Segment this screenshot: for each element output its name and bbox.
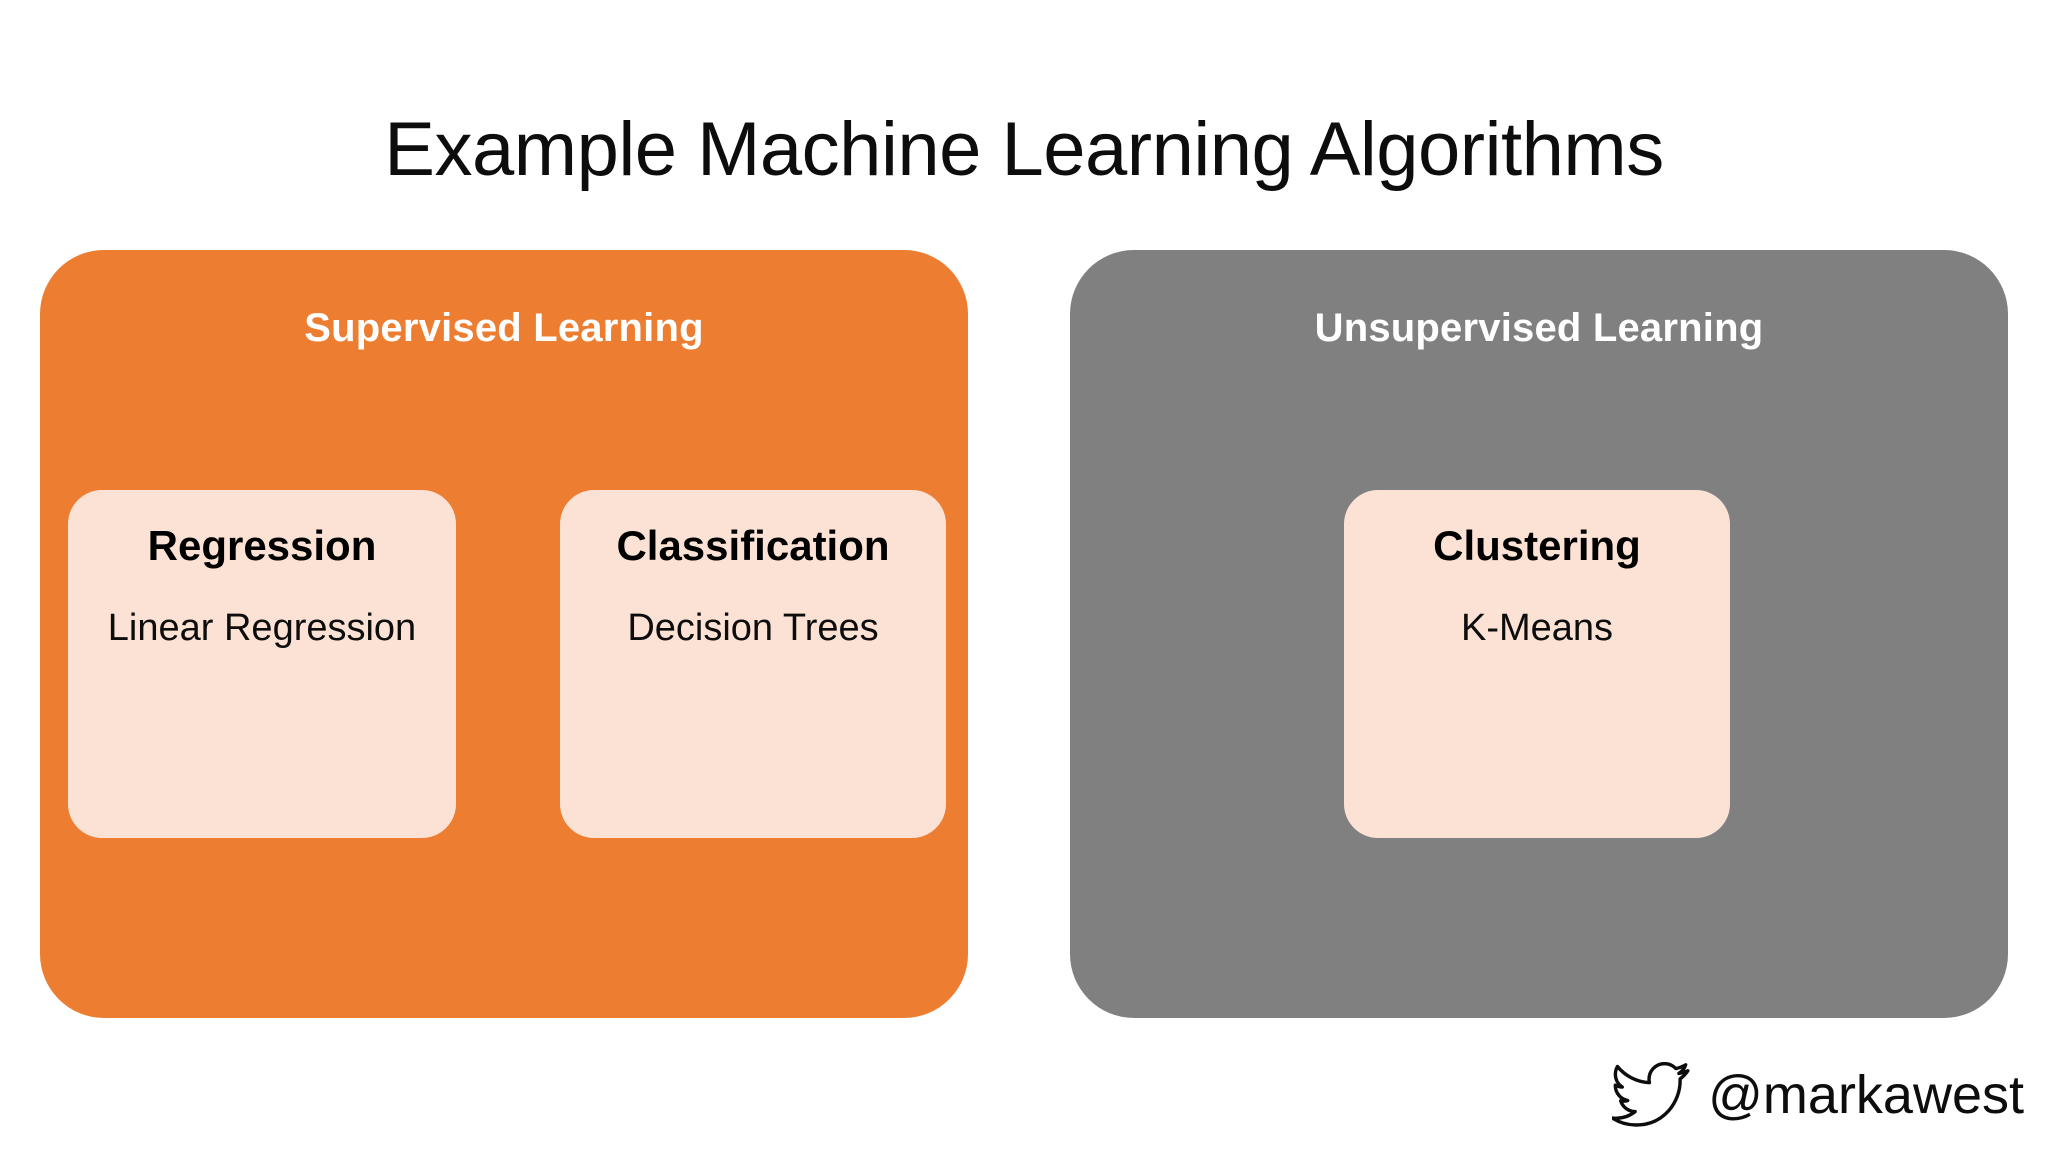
card-example-regression: Linear Regression [107, 607, 417, 650]
twitter-bird-icon [1612, 1062, 1690, 1127]
card-example-clustering: K-Means [1460, 607, 1614, 650]
card-title-regression: Regression [147, 522, 377, 569]
panel-supervised-learning: Supervised Learning Regression Linear Re… [40, 250, 968, 1018]
card-regression: Regression Linear Regression [68, 490, 456, 838]
twitter-handle: @markawest [1708, 1065, 2024, 1125]
card-title-clustering: Clustering [1433, 522, 1641, 569]
card-classification: Classification Decision Trees [560, 490, 946, 838]
panel-header-supervised: Supervised Learning [304, 306, 704, 350]
card-clustering: Clustering K-Means [1344, 490, 1730, 838]
card-example-classification: Decision Trees [627, 607, 879, 650]
panel-header-unsupervised: Unsupervised Learning [1314, 306, 1764, 350]
twitter-credit: @markawest [1612, 1062, 2024, 1128]
panel-unsupervised-learning: Unsupervised Learning Clustering K-Means [1070, 250, 2008, 1018]
page-title: Example Machine Learning Algorithms [384, 107, 1664, 192]
card-title-classification: Classification [616, 522, 890, 569]
